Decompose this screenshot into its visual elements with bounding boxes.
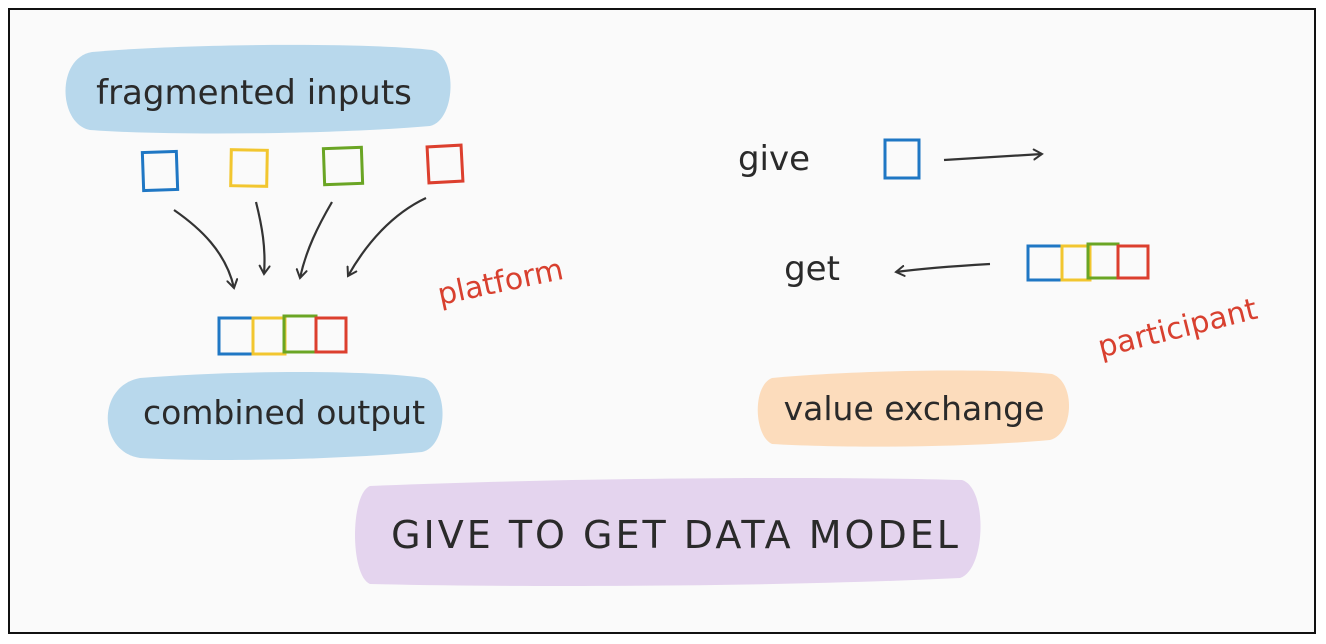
get-square-yellow [1060, 244, 1092, 282]
input-square-yellow [229, 148, 269, 188]
title-pill [355, 478, 981, 586]
fragmented-inputs-pill [65, 44, 451, 134]
output-square-green [282, 314, 318, 354]
get-square-red [1116, 244, 1150, 280]
give-label: give [738, 139, 810, 179]
value-exchange-label: value exchange [784, 389, 1045, 428]
give-square-blue [883, 138, 921, 180]
arrow-blue-to-output [173, 209, 239, 290]
give-arrow [943, 148, 1044, 162]
get-square-green [1086, 242, 1120, 280]
combined-output-label: combined output [143, 393, 425, 432]
get-squares [1026, 242, 1150, 282]
arrow-red-to-output [346, 197, 427, 278]
input-square-blue [140, 149, 180, 193]
combined-output-squares [217, 314, 348, 356]
arrow-green-to-output [295, 201, 333, 280]
get-square-blue [1026, 244, 1064, 282]
output-square-red [314, 316, 348, 354]
platform-label: platform [435, 252, 567, 313]
diagram-title: GIVE TO GET DATA MODEL [391, 513, 961, 557]
combined-output-pill [107, 372, 443, 460]
output-square-yellow [251, 316, 287, 356]
input-square-red [425, 143, 465, 185]
get-arrow [894, 262, 991, 277]
participant-label: participant [1094, 292, 1261, 365]
input-square-green [321, 145, 365, 187]
output-square-blue [217, 316, 255, 356]
get-label: get [784, 249, 840, 289]
fragmented-inputs-label: fragmented inputs [96, 73, 412, 113]
arrow-yellow-to-output [254, 201, 271, 276]
value-exchange-pill [757, 370, 1070, 447]
